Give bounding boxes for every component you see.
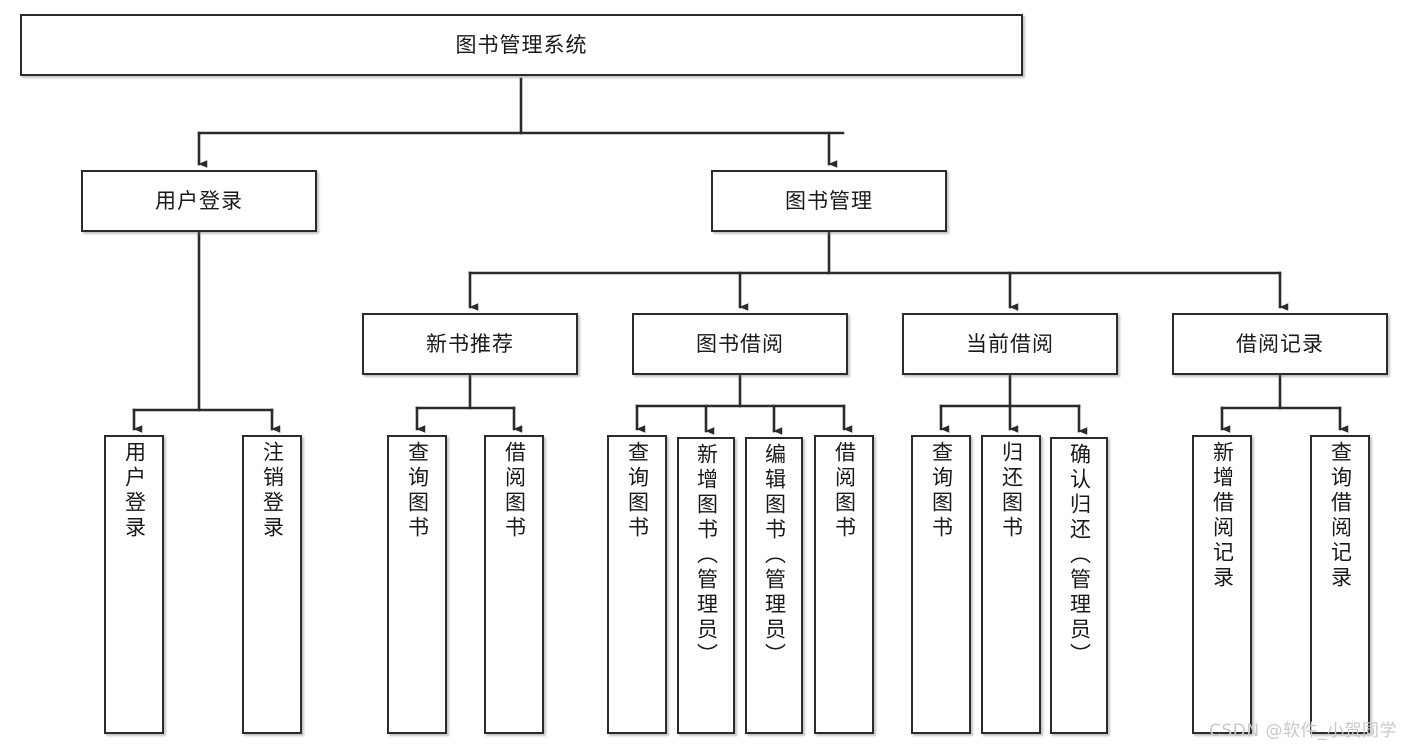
- leaf-user-login-login[interactable]: 用户登录: [104, 435, 164, 734]
- node-new-book-recommend-label: 新书推荐: [426, 331, 514, 356]
- leaf-current-query-book-label: 查询图书: [929, 441, 954, 541]
- node-borrow-record[interactable]: 借阅记录: [1172, 313, 1388, 375]
- leaf-borrow-edit-book[interactable]: 编辑图书（管理员）: [745, 437, 803, 734]
- leaf-user-login-logout[interactable]: 注销登录: [242, 435, 302, 734]
- leaf-borrow-add-book[interactable]: 新增图书（管理员）: [677, 437, 735, 734]
- leaf-borrow-query-book-label: 查询图书: [625, 441, 650, 541]
- node-borrow-record-label: 借阅记录: [1236, 331, 1324, 356]
- leaf-borrow-borrow-book-label: 借阅图书: [832, 441, 857, 541]
- leaf-record-add-record-label: 新增借阅记录: [1210, 441, 1235, 591]
- node-current-borrow-label: 当前借阅: [966, 331, 1054, 356]
- node-new-book-recommend[interactable]: 新书推荐: [362, 313, 578, 375]
- leaf-borrow-borrow-book[interactable]: 借阅图书: [814, 435, 874, 734]
- node-root-label: 图书管理系统: [455, 32, 588, 57]
- leaf-current-confirm-return[interactable]: 确认归还（管理员）: [1050, 437, 1108, 734]
- leaf-newbook-query-book[interactable]: 查询图书: [387, 435, 447, 734]
- leaf-user-login-login-label: 用户登录: [122, 441, 147, 541]
- leaf-current-return-book[interactable]: 归还图书: [981, 435, 1041, 734]
- leaf-newbook-query-book-label: 查询图书: [405, 441, 430, 541]
- leaf-record-query-record-label: 查询借阅记录: [1328, 441, 1353, 591]
- leaf-current-confirm-return-label: 确认归还（管理员）: [1067, 443, 1092, 668]
- leaf-record-query-record[interactable]: 查询借阅记录: [1310, 435, 1370, 734]
- watermark: CSDN @软件_小贺同学: [1209, 721, 1397, 741]
- leaf-borrow-query-book[interactable]: 查询图书: [607, 435, 667, 734]
- leaf-record-add-record[interactable]: 新增借阅记录: [1192, 435, 1252, 734]
- leaf-newbook-borrow-book-label: 借阅图书: [502, 441, 527, 541]
- leaf-borrow-add-book-label: 新增图书（管理员）: [694, 443, 719, 668]
- node-user-login-label: 用户登录: [155, 188, 243, 213]
- node-root[interactable]: 图书管理系统: [20, 14, 1023, 76]
- node-book-management[interactable]: 图书管理: [711, 170, 947, 232]
- leaf-newbook-borrow-book[interactable]: 借阅图书: [484, 435, 544, 734]
- leaf-current-return-book-label: 归还图书: [999, 441, 1024, 541]
- node-current-borrow[interactable]: 当前借阅: [902, 313, 1118, 375]
- node-book-borrow[interactable]: 图书借阅: [632, 313, 848, 375]
- node-book-borrow-label: 图书借阅: [696, 331, 784, 356]
- node-book-management-label: 图书管理: [785, 188, 873, 213]
- node-user-login[interactable]: 用户登录: [81, 170, 317, 232]
- leaf-user-login-logout-label: 注销登录: [260, 441, 285, 541]
- leaf-borrow-edit-book-label: 编辑图书（管理员）: [762, 443, 787, 668]
- leaf-current-query-book[interactable]: 查询图书: [911, 435, 971, 734]
